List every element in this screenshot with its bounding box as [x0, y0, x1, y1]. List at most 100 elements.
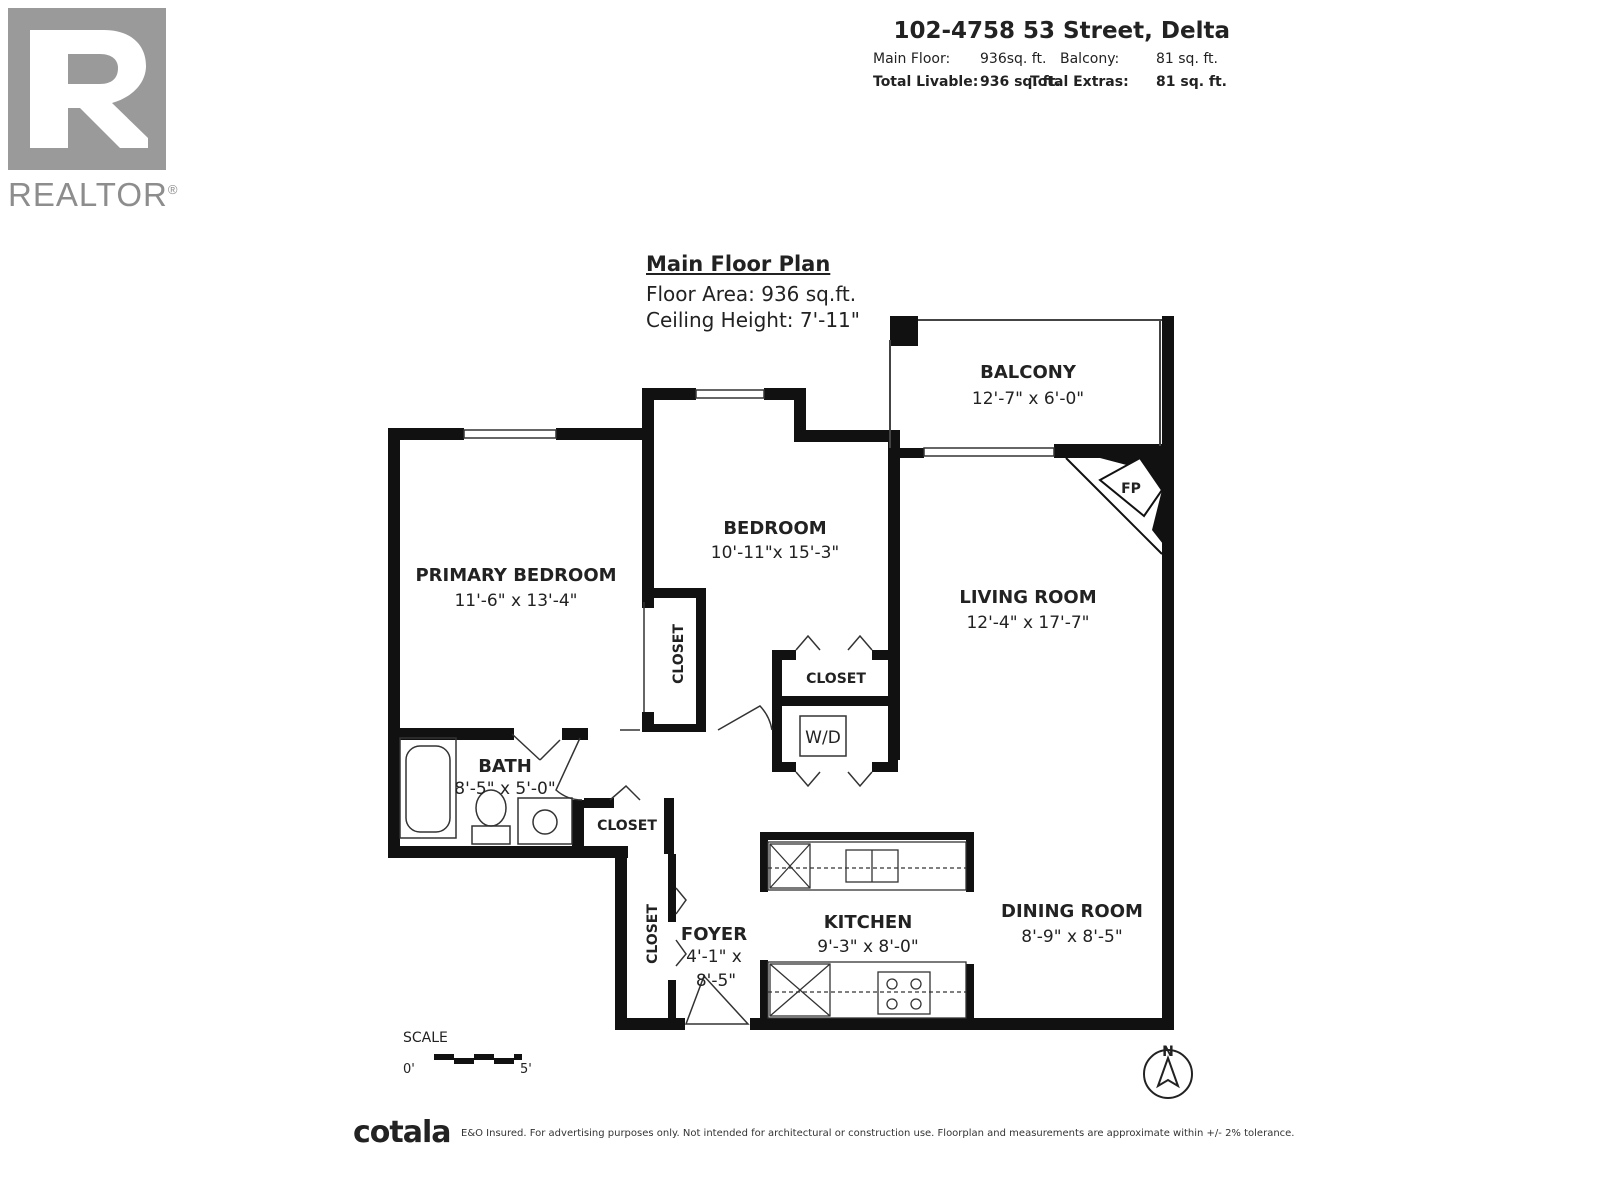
door-foyer-closet-a — [675, 887, 687, 915]
foyer-name: FOYER — [681, 924, 747, 945]
balcony-value: 81 sq. ft. — [1156, 51, 1218, 67]
ceiling-height-text: Ceiling Height: 7'-11" — [646, 308, 860, 332]
bedroom-dim: 10'-11"x 15'-3" — [711, 543, 839, 563]
fp-label: FP — [1121, 481, 1141, 497]
doors — [511, 602, 873, 1025]
floor-area-row: Main Floor: 936sq. ft. Balcony: 81 sq. f… — [870, 51, 1230, 71]
scale-start: 0' — [403, 1062, 415, 1077]
fridge-x — [769, 963, 831, 1017]
dining-room-dim: 8'-9" x 8'-5" — [1021, 927, 1122, 947]
cotala-logo: cotala — [353, 1115, 452, 1150]
wall-south-a — [615, 1018, 685, 1030]
window-bedroom — [695, 389, 765, 399]
wall-north-bedroom-a — [642, 388, 696, 400]
wall-east — [1162, 316, 1174, 1030]
wall-bath-north-b — [562, 728, 588, 740]
closet-label-foyer: CLOSET — [645, 904, 661, 964]
primary-bedroom-name: PRIMARY BEDROOM — [415, 565, 616, 586]
wall-bedroom-notch — [794, 388, 806, 442]
wall-foyer-closet — [668, 854, 676, 922]
main-floor-value: 936sq. ft. — [980, 51, 1047, 67]
foyer-dim-line2: 8'-5" — [696, 971, 736, 991]
bath-fixtures — [399, 737, 573, 845]
closet-label-hall: CLOSET — [597, 818, 657, 834]
north-arrow-icon: N — [1143, 1044, 1193, 1099]
north-label: N — [1162, 1044, 1174, 1060]
sink — [532, 809, 558, 835]
wall-closet-north-a — [584, 798, 614, 808]
wall-north-bedroom-c — [794, 430, 900, 442]
wall-west — [388, 428, 400, 858]
wall-north-primary-a — [388, 428, 464, 440]
door-bath — [555, 737, 583, 801]
scale-title: SCALE — [403, 1030, 448, 1046]
main-floor-label: Main Floor: — [873, 51, 951, 67]
disclaimer: E&O Insured. For advertising purposes on… — [461, 1128, 1295, 1139]
bath-name: BATH — [478, 756, 532, 777]
wall-living-north-b — [1054, 444, 1162, 458]
wall-closet-top — [642, 588, 706, 598]
kitchen-dim: 9'-3" x 8'-0" — [817, 937, 918, 957]
wall-bedroom-closet-left — [772, 650, 782, 772]
balcony-label: Balcony: — [1060, 51, 1120, 67]
windows — [463, 389, 1055, 457]
closet-label-primary: CLOSET — [671, 624, 687, 684]
living-room-name: LIVING ROOM — [959, 587, 1096, 608]
wall-kitchen-bottom-left — [760, 960, 768, 1020]
balcony-dim: 12'-7" x 6'-0" — [972, 389, 1084, 409]
toilet-bowl — [475, 789, 507, 827]
floor-area-text: Floor Area: 936 sq.ft. — [646, 282, 857, 306]
door-bath-primary — [511, 733, 561, 761]
wall-primary-bedroom-east — [642, 388, 654, 608]
dishwasher-x — [769, 843, 811, 889]
vanity — [517, 797, 573, 845]
door-bedroom — [717, 705, 773, 731]
door-foyer-closet-b — [675, 939, 687, 967]
listing-address: 102-4758 53 Street, Delta — [893, 18, 1230, 44]
foyer-dim-line1: 4'-1" x — [686, 947, 742, 967]
fireplace-edge — [1065, 456, 1164, 555]
wall-bath-east — [572, 800, 584, 856]
door-wd — [795, 771, 873, 788]
bath-dim: 8'-5" x 5'-0" — [454, 779, 555, 799]
balcony-outline — [889, 319, 1162, 448]
door-hall-closet — [609, 784, 641, 801]
balcony-column — [890, 316, 918, 346]
wall-kitchen-bottom-right — [966, 964, 974, 1020]
total-livable-label: Total Livable: — [873, 74, 979, 90]
bathtub-basin — [405, 745, 451, 833]
wall-foyer-west — [615, 848, 627, 1030]
wall-south-b — [750, 1018, 1174, 1030]
wall-bath-north-a — [400, 728, 514, 740]
dining-room-name: DINING ROOM — [1001, 901, 1143, 922]
wall-wd-bottom-a — [772, 762, 796, 772]
wall-bedroom-closet-top-a — [772, 650, 796, 660]
wall-foyer-closet-b — [668, 980, 676, 1020]
realtor-wordmark: REALTOR® — [8, 176, 179, 213]
scale-end: 5' — [520, 1062, 532, 1077]
wall-bedroom-closet-top-b — [872, 650, 898, 660]
wall-closet-bottom — [642, 724, 706, 732]
stove — [877, 971, 931, 1015]
totals-row: Total Livable: 936 sq. ft. Total Extras:… — [870, 74, 1230, 94]
scale-bar — [434, 1054, 522, 1064]
wall-kitchen-top-left — [760, 832, 768, 892]
kitchen-name: KITCHEN — [824, 912, 913, 933]
wd-label: W/D — [805, 728, 841, 748]
bedroom-name: BEDROOM — [723, 518, 826, 539]
total-extras-label: Total Extras: — [1030, 74, 1129, 90]
plan-title: Main Floor Plan — [646, 252, 831, 276]
wall-kitchen-top-right — [966, 832, 974, 892]
entry-door — [684, 974, 750, 1025]
wall-closet-right — [696, 588, 706, 730]
lower-counter — [767, 961, 967, 1019]
window-primary — [463, 429, 557, 439]
fridge — [769, 963, 831, 1017]
wall-north-primary-b — [556, 428, 652, 440]
wall-wd-bottom-b — [872, 762, 898, 772]
realtor-r-icon — [30, 30, 148, 148]
sliding-door-balcony — [923, 447, 1055, 457]
wall-kitchen-top — [760, 832, 974, 840]
wall-bedroom-east — [888, 430, 900, 760]
